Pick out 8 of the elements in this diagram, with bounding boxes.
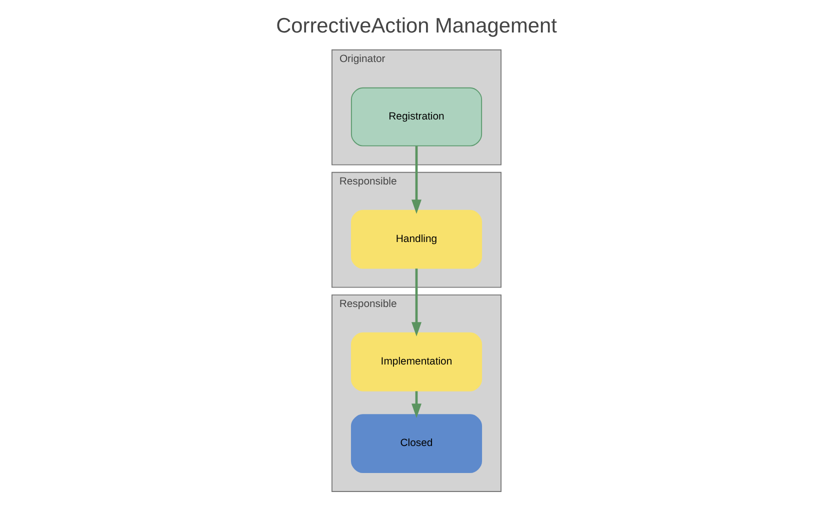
arrow	[411, 146, 421, 214]
diagram-title: CorrectiveAction Management	[276, 14, 556, 38]
arrow	[411, 268, 421, 336]
arrow	[411, 391, 421, 418]
node-box: Handling	[350, 210, 482, 269]
node-box: Registration	[350, 87, 482, 146]
node-box: Closed	[350, 414, 482, 474]
node-box: Implementation	[350, 332, 482, 392]
